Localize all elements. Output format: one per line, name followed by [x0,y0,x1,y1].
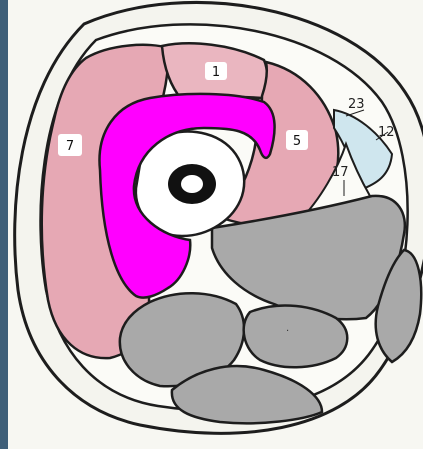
small-mark: · [286,326,289,337]
muscle-gray-posterior-middle [244,305,348,367]
femur-marrow-center [181,175,203,193]
label-17: 17 [332,165,349,180]
label-12: 12 [378,125,395,140]
label-5: 5 [293,134,301,149]
label-23: 23 [348,97,365,112]
label-7: 7 [66,139,74,154]
label-1: 1 [212,65,220,80]
